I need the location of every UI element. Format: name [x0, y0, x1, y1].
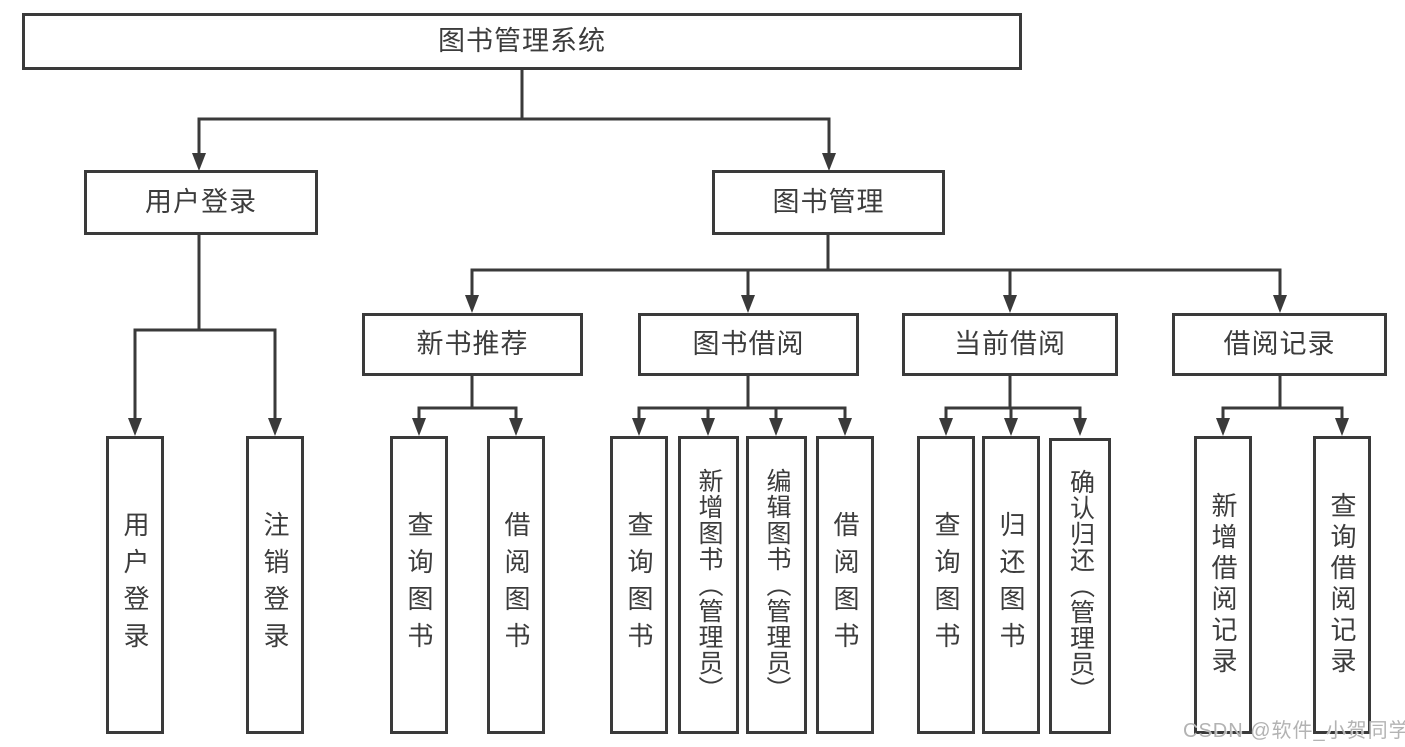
watermark: CSDN @软件_小贺同学	[1183, 720, 1405, 742]
node-user-login: 用户登录	[84, 170, 318, 235]
node-book-borrowing: 图书借阅	[638, 313, 859, 376]
branch-root	[192, 70, 836, 171]
leaf-add-borrow-record: 新增借阅记录	[1194, 436, 1252, 734]
leaf-logout: 注销登录	[246, 436, 304, 734]
node-library-system: 图书管理系统	[22, 13, 1022, 70]
leaf-user-login: 用户登录	[106, 436, 164, 734]
branch-book-management	[465, 235, 1287, 313]
branch-borrowing-records	[1216, 376, 1349, 436]
leaf-query-books-borrowing: 查询图书	[610, 436, 668, 734]
leaf-borrow-books-recommend: 借阅图书	[487, 436, 545, 734]
branch-user-login	[128, 235, 282, 436]
leaf-confirm-return-admin: 确认归还（管理员）	[1049, 438, 1111, 734]
leaf-borrow-books: 借阅图书	[816, 436, 874, 734]
branch-new-book-recommend	[412, 376, 523, 436]
branch-book-borrowing	[632, 376, 852, 436]
leaf-return-books: 归还图书	[982, 436, 1040, 734]
leaf-query-books-current: 查询图书	[917, 436, 975, 734]
node-book-management: 图书管理	[712, 170, 945, 235]
leaf-query-borrow-record: 查询借阅记录	[1313, 436, 1371, 734]
leaf-edit-books-admin: 编辑图书（管理员）	[746, 436, 807, 734]
node-current-borrowing: 当前借阅	[902, 313, 1118, 376]
node-new-book-recommend: 新书推荐	[362, 313, 583, 376]
leaf-add-books-admin: 新增图书（管理员）	[678, 436, 739, 734]
branch-current-borrowing	[939, 376, 1087, 436]
node-borrowing-records: 借阅记录	[1172, 313, 1387, 376]
leaf-query-books-recommend: 查询图书	[390, 436, 448, 734]
